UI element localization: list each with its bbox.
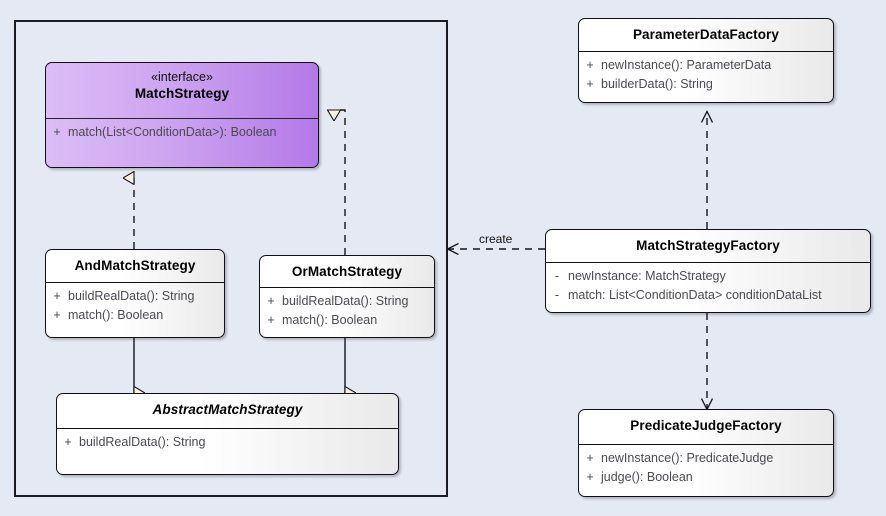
class-member: + buildRealData(): String [260, 292, 434, 311]
class-members-predicate-judge-factory: + newInstance(): PredicateJudge + judge(… [579, 445, 833, 492]
class-member: + builderData(): String [579, 75, 833, 94]
class-box-and-match-strategy[interactable]: AndMatchStrategy + buildRealData(): Stri… [45, 249, 225, 338]
class-member: + newInstance(): PredicateJudge [579, 449, 833, 468]
class-name-and-match-strategy: AndMatchStrategy [74, 258, 196, 273]
class-name-or-match-strategy: OrMatchStrategy [291, 264, 403, 279]
class-member: + buildRealData(): String [46, 287, 224, 306]
class-member: - match: List<ConditionData> conditionDa… [546, 286, 870, 305]
member-signature: newInstance(): PredicateJudge [601, 451, 774, 465]
class-member: - newInstance: MatchStrategy [546, 267, 870, 286]
member-visibility: - [554, 288, 560, 302]
class-header-match-strategy-factory: MatchStrategyFactory [546, 230, 870, 263]
class-box-abstract-match-strategy[interactable]: AbstractMatchStrategy + buildRealData():… [56, 393, 399, 475]
class-box-match-strategy[interactable]: «interface» MatchStrategy + match(List<C… [45, 62, 319, 168]
class-header-parameter-data-factory: ParameterDataFactory [579, 19, 833, 52]
member-signature: match: List<ConditionData> conditionData… [568, 288, 822, 302]
package-boundary [14, 20, 448, 497]
class-header-or-match-strategy: OrMatchStrategy [260, 256, 434, 288]
class-member: + buildRealData(): String [57, 433, 398, 452]
member-signature: judge(): Boolean [601, 470, 693, 484]
member-visibility: + [267, 294, 275, 308]
class-box-predicate-judge-factory[interactable]: PredicateJudgeFactory + newInstance(): P… [578, 409, 834, 497]
class-member: + match(List<ConditionData>): Boolean [46, 123, 318, 142]
class-header-abstract-match-strategy: AbstractMatchStrategy [57, 394, 398, 429]
class-members-abstract-match-strategy: + buildRealData(): String [57, 429, 398, 457]
class-name-parameter-data-factory: ParameterDataFactory [632, 27, 780, 42]
class-members-or-match-strategy: + buildRealData(): String + match(): Boo… [260, 288, 434, 335]
member-visibility: - [554, 269, 560, 283]
class-name-predicate-judge-factory: PredicateJudgeFactory [630, 418, 782, 433]
member-signature: buildRealData(): String [282, 294, 409, 308]
class-box-or-match-strategy[interactable]: OrMatchStrategy + buildRealData(): Strin… [259, 255, 435, 338]
member-signature: buildRealData(): String [79, 435, 206, 449]
class-members-parameter-data-factory: + newInstance(): ParameterData + builder… [579, 52, 833, 99]
member-visibility: + [53, 308, 61, 322]
member-signature: match(): Boolean [68, 308, 164, 322]
member-signature: newInstance: MatchStrategy [568, 269, 726, 283]
member-visibility: + [64, 435, 72, 449]
member-signature: match(): Boolean [282, 313, 378, 327]
class-name-match-strategy: MatchStrategy [134, 86, 230, 101]
member-signature: match(List<ConditionData>): Boolean [68, 125, 277, 139]
class-member: + match(): Boolean [46, 306, 224, 325]
edge-label-create: create [479, 232, 513, 246]
class-member: + newInstance(): ParameterData [579, 56, 833, 75]
member-visibility: + [586, 451, 594, 465]
member-visibility: + [586, 470, 594, 484]
class-members-and-match-strategy: + buildRealData(): String + match(): Boo… [46, 283, 224, 330]
class-member: + judge(): Boolean [579, 468, 833, 487]
class-members-match-strategy: + match(List<ConditionData>): Boolean [46, 119, 318, 147]
class-members-match-strategy-factory: - newInstance: MatchStrategy - match: Li… [546, 263, 870, 310]
class-member: + match(): Boolean [260, 311, 434, 330]
class-header-match-strategy: «interface» MatchStrategy [46, 63, 318, 119]
class-name-abstract-match-strategy: AbstractMatchStrategy [152, 402, 303, 417]
member-visibility: + [267, 313, 275, 327]
class-stereotype: «interface» [151, 70, 213, 84]
member-signature: buildRealData(): String [68, 289, 195, 303]
class-header-and-match-strategy: AndMatchStrategy [46, 250, 224, 283]
class-box-parameter-data-factory[interactable]: ParameterDataFactory + newInstance(): Pa… [578, 18, 834, 103]
class-box-match-strategy-factory[interactable]: MatchStrategyFactory - newInstance: Matc… [545, 229, 871, 313]
member-visibility: + [53, 125, 61, 139]
member-signature: builderData(): String [601, 77, 713, 91]
member-visibility: + [53, 289, 61, 303]
edge-or-realizes-matchstrategy [334, 109, 346, 255]
class-header-predicate-judge-factory: PredicateJudgeFactory [579, 410, 833, 445]
member-visibility: + [586, 77, 594, 91]
class-name-match-strategy-factory: MatchStrategyFactory [636, 238, 780, 253]
member-visibility: + [586, 58, 594, 72]
member-signature: newInstance(): ParameterData [601, 58, 772, 72]
